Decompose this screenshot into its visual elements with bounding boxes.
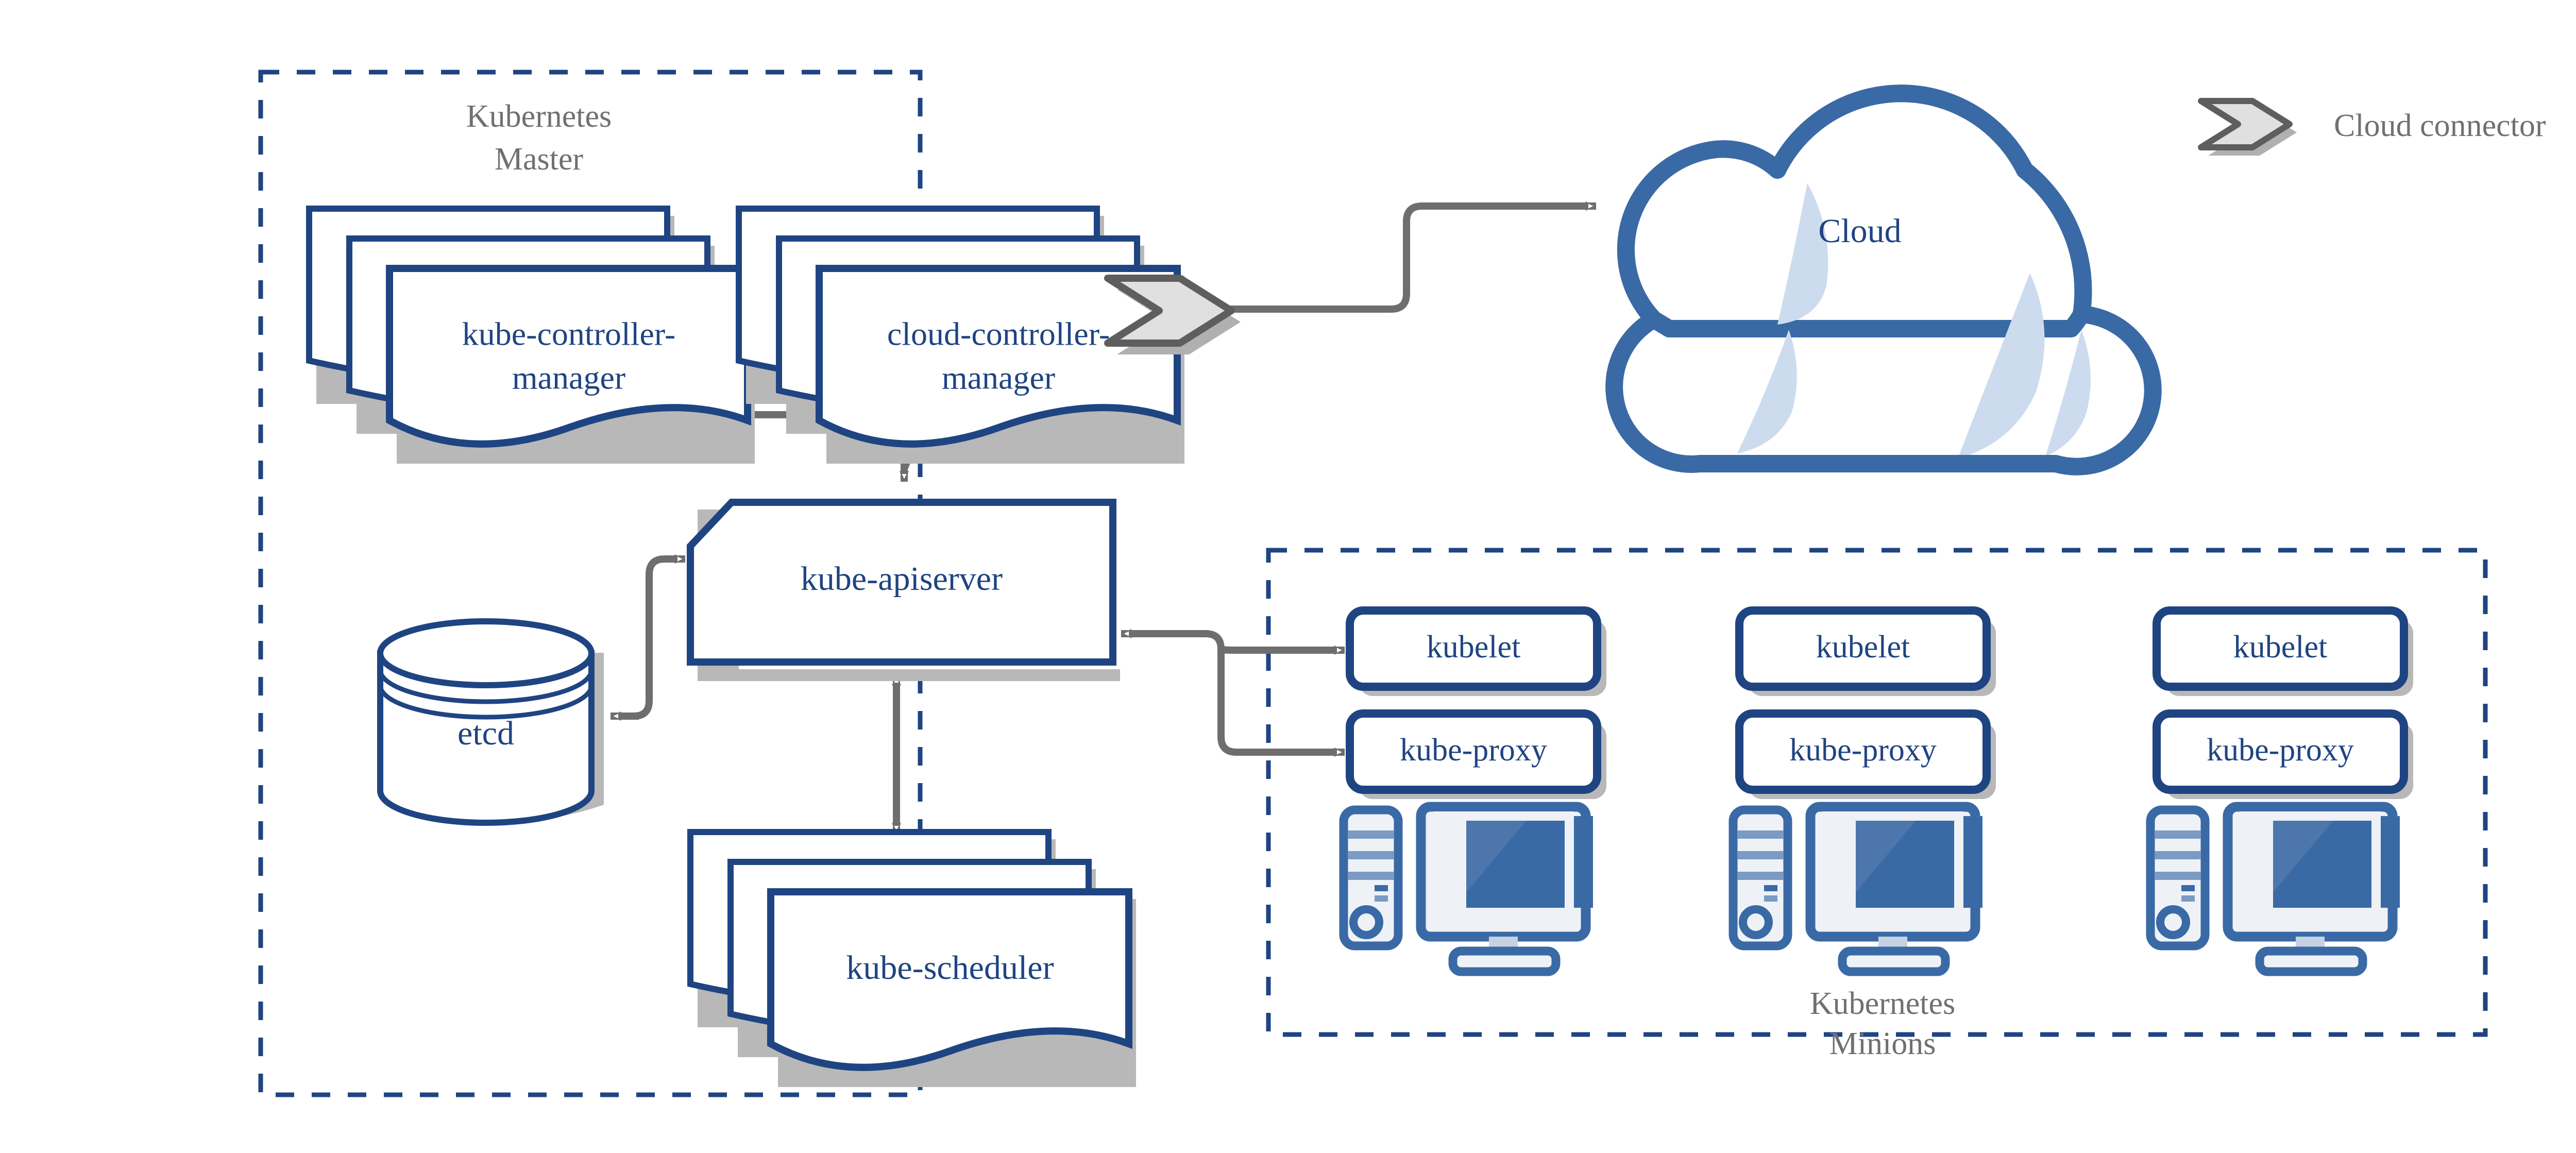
pc-band-1 [2155,830,2201,839]
monitor-screen-highlight [1856,816,1982,908]
cloud-connector-icon [1104,275,1241,354]
minion-node-2: kubelet kube-proxy [1728,606,1996,976]
monitor-stand [2255,946,2367,976]
monitor-stand [1448,946,1561,976]
etcd-label: etcd [457,715,514,752]
pc-band-2 [2155,851,2201,859]
minion-2-kube-proxy-box[interactable] [1735,709,1991,794]
pc-band-1 [1737,830,1784,839]
cloud-outline [1617,84,2092,337]
monitor-stand [1838,946,1950,976]
pc-slot-1 [2181,885,2195,891]
minion-2-kubelet-label: kubelet [1816,630,1910,665]
master-group-label-line2: Master [495,142,584,177]
group-kubernetes-minions: Kubernetes Minions [1266,548,2488,1061]
connector-apiserver-to-kubeproxy-path [1128,630,1340,756]
node-etcd[interactable]: etcd [377,618,604,826]
connector-apiserver-to-kubelet-path [1217,646,1340,654]
cloud-outline-full [1605,84,2162,476]
document-sheet-front [386,265,751,448]
minion-2-kubelet-box[interactable] [1735,606,1991,691]
pc-band-1 [1348,830,1394,839]
document-sheet-front [816,265,1181,448]
monitor-inner-frame [1822,811,1963,918]
node-kube-apiserver[interactable]: kube-apiserver [687,499,1120,681]
pc-power-button [2156,905,2190,939]
minion-1-kube-proxy-label: kube-proxy [1400,733,1547,768]
legend-label: Cloud connector [2334,108,2546,143]
connector-apiserver-etcd-path [613,555,680,720]
legend-cloud-connector-icon [2198,98,2297,156]
minion-1-kubelet-box[interactable] [1346,606,1601,691]
cloud-label: Cloud [1818,212,1901,250]
monitor-inner-frame [2240,811,2381,918]
minion-3-kubelet-box[interactable] [2153,606,2408,691]
minion-1-kube-proxy-box[interactable] [1346,709,1601,794]
monitor-screen-highlight [1466,816,1593,908]
connector-cloud-connector-to-cloud [1221,202,1587,313]
node-cloud-controller-manager[interactable]: cloud-controller- manager [736,206,1184,464]
cloud-wisp-2 [1737,330,1797,453]
minions-group-label-line2: Minions [1829,1026,1936,1061]
minions-group-border [1266,548,2488,1037]
pc-slot-2 [1375,895,1388,902]
minion-3-kubelet-label: kubelet [2233,630,2328,665]
cloud-controller-manager-label-line2: manager [942,360,1055,396]
node-kube-controller-manager[interactable]: kube-controller- manager [306,206,755,464]
minion-3-kube-proxy-box[interactable] [2153,709,2408,794]
pc-band-2 [1348,851,1394,859]
master-group-label-line1: Kubernetes [466,99,612,134]
kube-controller-manager-label-line2: manager [512,360,625,396]
pc-slot-1 [1375,885,1388,891]
kube-controller-manager-label-line1: kube-controller- [462,316,676,352]
pc-band-3 [1737,872,1784,880]
pc-band-2 [1737,851,1784,859]
cloud-controller-manager-label-line1: cloud-controller- [887,316,1110,352]
pc-power-button [1349,905,1383,939]
pc-slot-2 [1764,895,1777,902]
minion-2-desktop-computer-icon [1728,802,1982,976]
minion-node-3: kubelet kube-proxy [2146,606,2413,976]
minion-3-kube-proxy-label: kube-proxy [2207,733,2354,768]
cloud-wisp-1 [1777,183,1828,325]
pc-band-3 [1348,872,1394,880]
pc-power-button [1739,905,1773,939]
minion-1-kubelet-label: kubelet [1427,630,1521,665]
etcd-cylinder-top [377,618,595,688]
monitor-screen-highlight [2273,816,2400,908]
etcd-ring-2 [378,685,594,720]
pc-slot-2 [2181,895,2195,902]
monitor-inner-frame [1433,811,1574,918]
kube-apiserver-label: kube-apiserver [801,560,1003,598]
etcd-ring-1 [378,669,594,704]
cloud-wisp-4 [2045,330,2091,456]
cloud-wisp-3 [1958,273,2045,459]
minions-group-label-line1: Kubernetes [1810,986,1955,1021]
node-kube-scheduler[interactable]: kube-scheduler [687,829,1136,1087]
minion-3-desktop-computer-icon [2146,802,2400,976]
legend: Cloud connector [2198,98,2546,156]
document-sheet-front [767,888,1132,1071]
apiserver-cut-corner-shape [687,499,1116,666]
pc-slot-1 [1764,885,1777,891]
minion-1-desktop-computer-icon [1339,802,1593,976]
kube-scheduler-label: kube-scheduler [846,949,1054,987]
node-cloud[interactable]: Cloud [1605,84,2162,476]
minion-node-1: kubelet kube-proxy [1339,606,1606,976]
pc-band-3 [2155,872,2201,880]
minion-2-kube-proxy-label: kube-proxy [1789,733,1937,768]
